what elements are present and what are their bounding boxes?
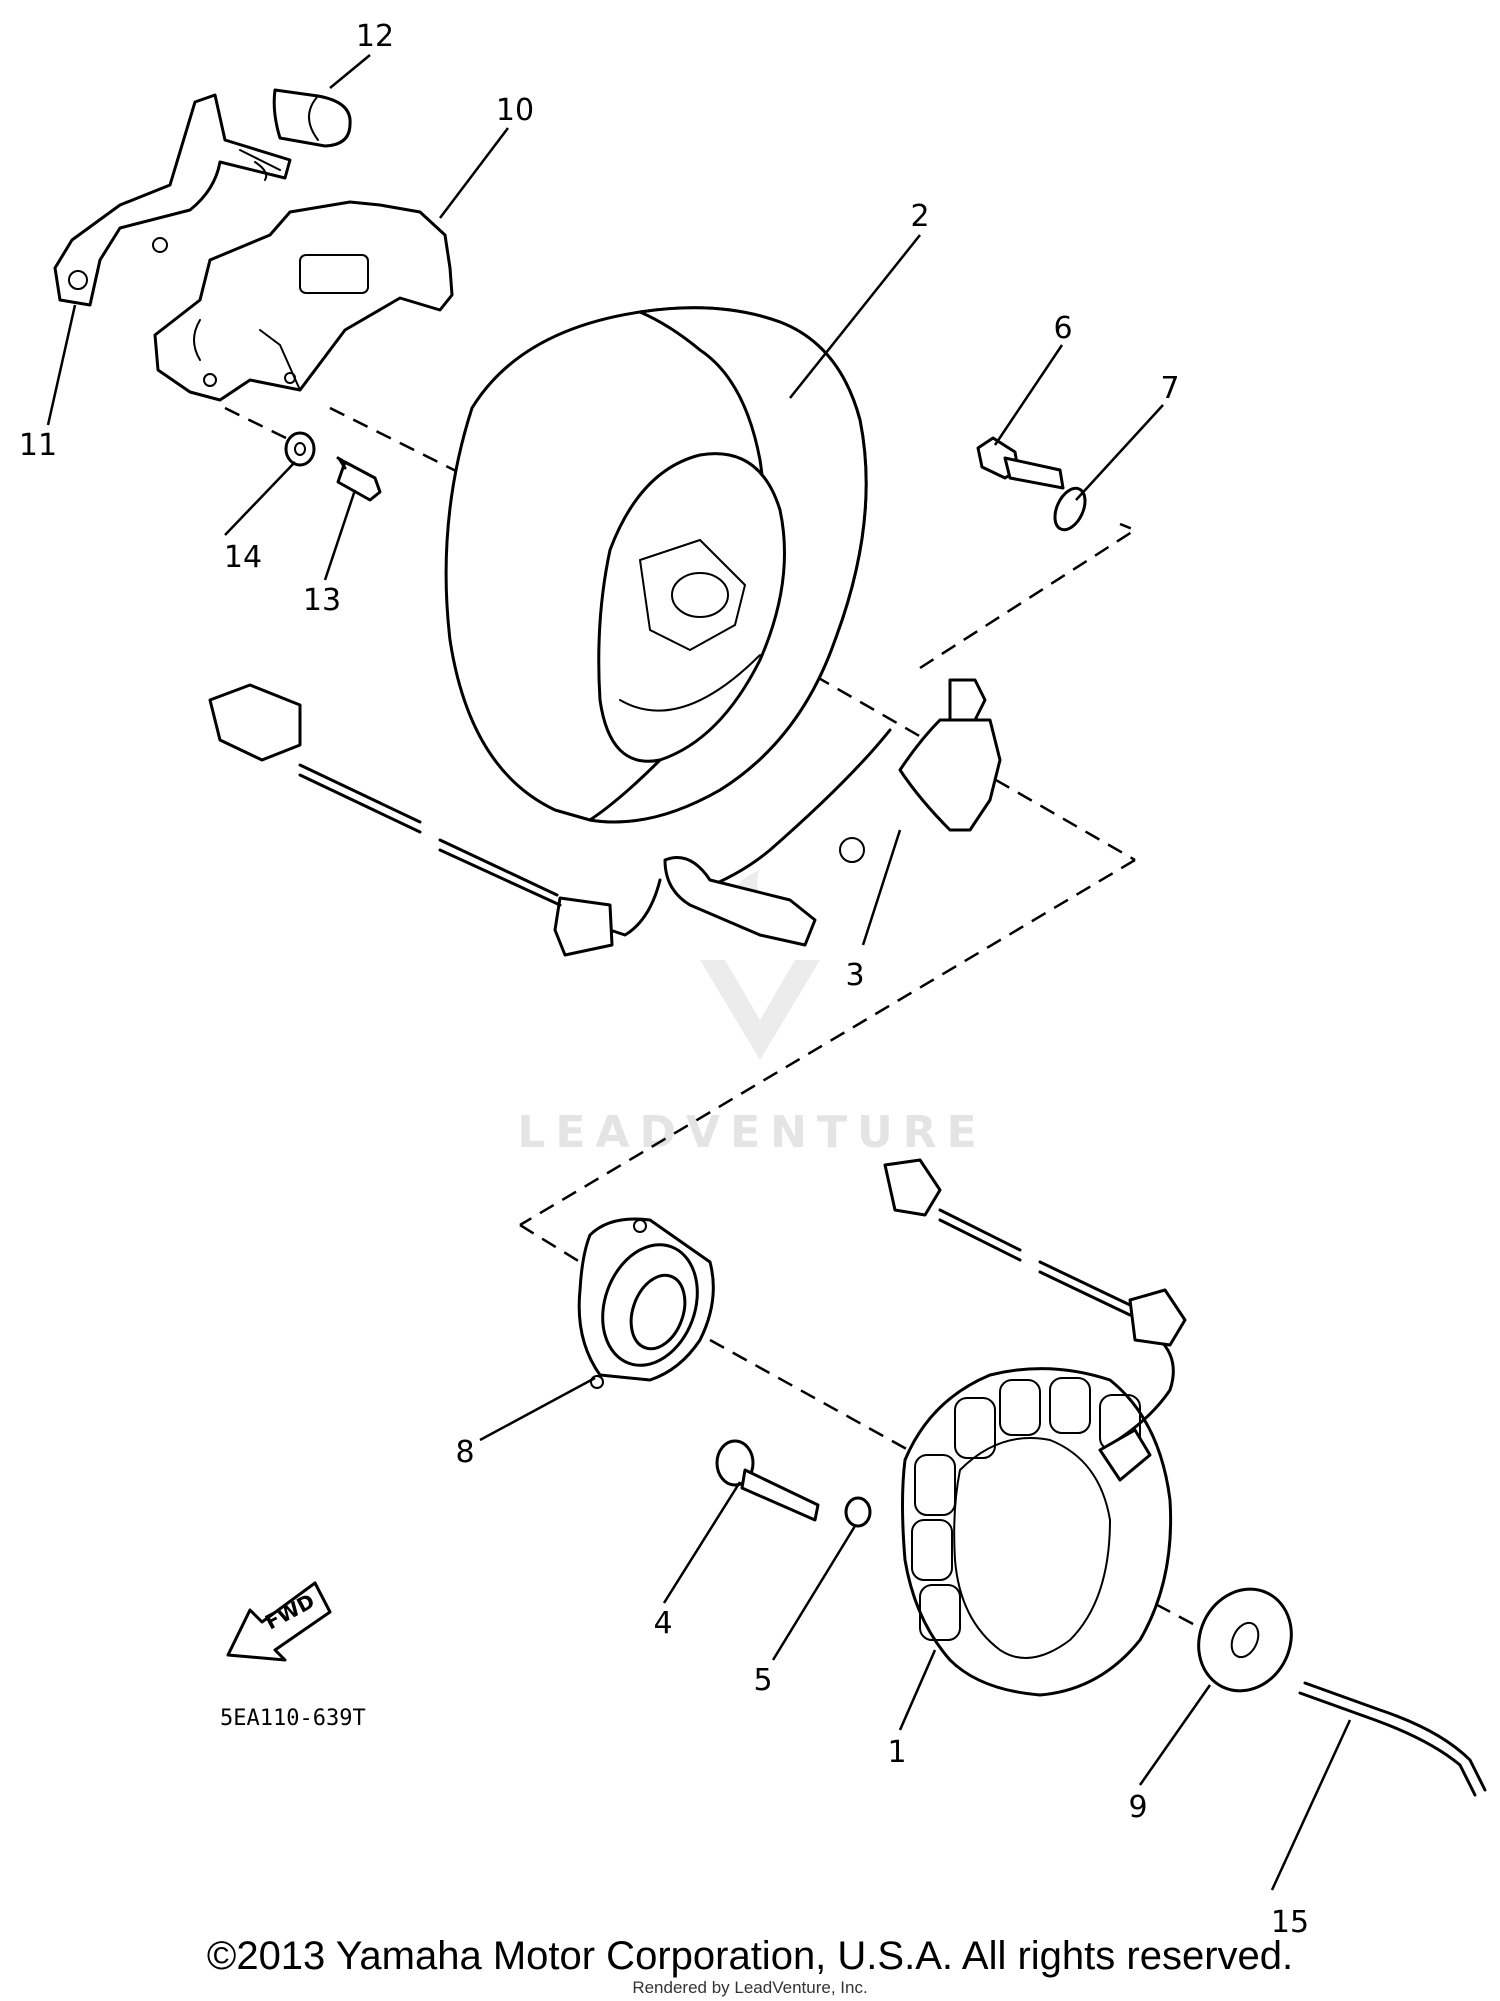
callout-10: 10 [496, 93, 534, 128]
watermark-text: LEADVENTURE [517, 1107, 986, 1158]
part-9-washer [1197, 1587, 1293, 1693]
callout-4: 4 [653, 1606, 672, 1641]
callout-14: 14 [224, 540, 262, 575]
part-5-washer [844, 1496, 872, 1528]
part-12-cap [272, 88, 352, 148]
part-4-screw [715, 1439, 820, 1522]
part-2-rotor [444, 306, 868, 824]
callout-9: 9 [1128, 1790, 1147, 1825]
callout-numbers: 12 10 2 6 7 11 14 13 3 8 4 5 1 9 15 [19, 19, 1309, 1940]
part-15-rod [1298, 1681, 1487, 1797]
part-6-bolt [976, 436, 1065, 490]
callout-1: 1 [887, 1735, 906, 1770]
callout-7: 7 [1160, 371, 1179, 406]
watermark: LEADVENTURE [517, 870, 986, 1158]
part-14-washer [284, 431, 316, 467]
callout-13: 13 [303, 583, 341, 618]
rendered-by-credit: Rendered by LeadVenture, Inc. [632, 1978, 868, 1997]
leader-lines [46, 54, 1352, 1891]
fwd-arrow-icon: FWD [226, 1581, 332, 1662]
callout-3: 3 [845, 958, 864, 993]
callout-6: 6 [1053, 311, 1072, 346]
part-3-pickup-coil [208, 678, 1002, 957]
callout-5: 5 [753, 1663, 772, 1698]
part-1-stator [883, 1158, 1187, 1697]
callout-11: 11 [19, 428, 57, 463]
callout-2: 2 [910, 199, 929, 234]
part-13-screw [336, 456, 382, 502]
part-11-bracket [53, 93, 292, 307]
copyright-notice: ©2013 Yamaha Motor Corporation, U.S.A. A… [206, 1934, 1294, 1978]
diagram-code: 5EA110-639T [220, 1706, 366, 1731]
callout-15: 15 [1271, 1905, 1309, 1940]
callout-8: 8 [455, 1435, 474, 1470]
callout-12: 12 [356, 19, 394, 54]
part-10-plate [153, 200, 454, 402]
part-8-seal [577, 1217, 715, 1389]
